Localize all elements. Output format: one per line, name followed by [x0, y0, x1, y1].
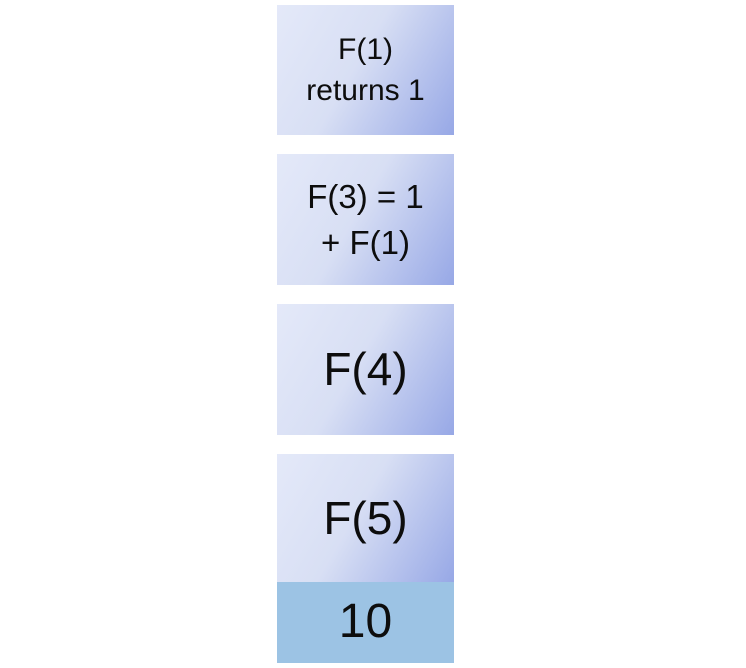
stack-frame-f3: F(3) = 1 + F(1) — [277, 154, 454, 285]
result-value-box: 10 — [277, 582, 454, 663]
stack-frame-f1-line-1: F(1) — [338, 32, 393, 66]
stack-frame-f4: F(4) — [277, 304, 454, 435]
stack-frame-f3-line-1: F(3) = 1 — [307, 177, 424, 215]
stack-frame-f1-line-2: returns 1 — [306, 74, 425, 107]
stack-frame-f4-label: F(4) — [323, 343, 408, 396]
stack-frame-f1: F(1) returns 1 — [277, 5, 454, 135]
result-value-label: 10 — [338, 595, 393, 649]
stack-frame-f5: F(5) — [277, 454, 454, 582]
stack-frame-f3-line-2: + F(1) — [321, 223, 410, 261]
stack-frame-f5-label: F(5) — [323, 491, 408, 544]
